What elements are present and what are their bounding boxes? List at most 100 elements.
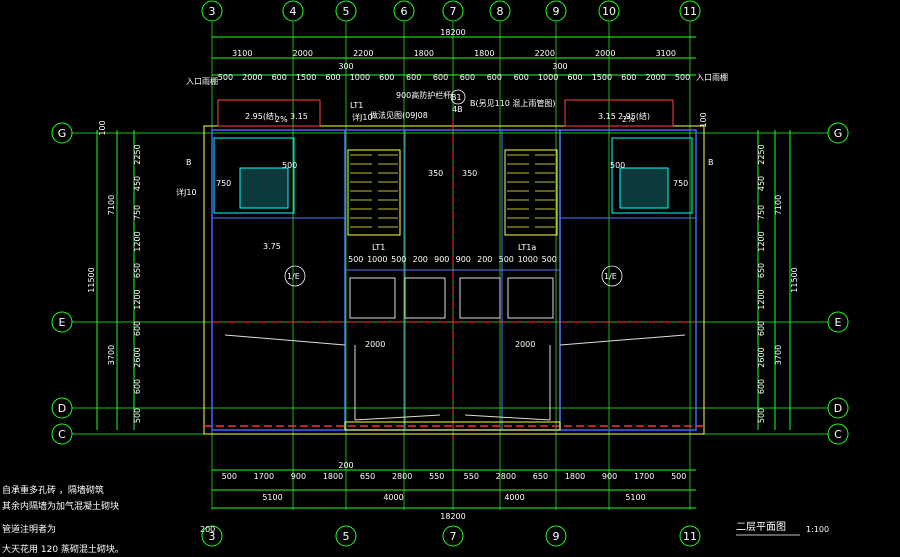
label-1e-left: 1/E [287, 272, 300, 281]
dim-top2-1: 300 [552, 62, 567, 71]
dim-right-inner-1: 450 [757, 176, 766, 191]
dim-top3-12: 1000 [538, 73, 558, 82]
dim-bot1-8: 2800 [496, 472, 516, 481]
dim-top1-6: 2000 [595, 49, 615, 58]
dim-top1-5: 2200 [535, 49, 555, 58]
label-b-right: B [708, 158, 714, 167]
dim-top3-13: 600 [567, 73, 582, 82]
dim-right-inner-5: 1200 [757, 289, 766, 309]
dim-right-inner-9: 500 [757, 408, 766, 423]
dim-left-inner-9: 500 [133, 408, 142, 423]
dim-bot1-3: 1800 [323, 472, 343, 481]
dim-left-inner-4: 650 [133, 263, 142, 278]
axis-top-5: 5 [343, 5, 350, 18]
stair-treads [350, 154, 555, 228]
dim-top3-17: 500 [675, 73, 690, 82]
label-2000b: 2000 [515, 340, 535, 349]
label-1e-right: 1/E [604, 272, 617, 281]
dim-bot2-0: 5100 [262, 493, 282, 502]
dim-top3-5: 1000 [350, 73, 370, 82]
dim-bot2-3: 5100 [625, 493, 645, 502]
mid-dim-9: 500 [542, 255, 557, 264]
axis-bottom-9: 9 [553, 530, 560, 543]
label-b1: B1 [451, 93, 462, 102]
title-text: 二层平面图 [736, 521, 786, 533]
dim-overall-bottom: 18200 [440, 512, 465, 521]
dim-bot1-2: 900 [291, 472, 306, 481]
axis-bottom-3: 3 [209, 530, 216, 543]
dim-left-inner-6: 600 [133, 321, 142, 336]
axis-right-G: G [834, 127, 843, 140]
dim-top1-1: 2000 [293, 49, 313, 58]
label-entrance-right: 入口雨棚 [696, 72, 728, 82]
label-elev-right: 2.95(结) [618, 111, 650, 121]
mid-dim-4: 900 [434, 255, 449, 264]
label-entrance-left: 入口雨棚 [186, 76, 218, 86]
label-elev-left2: 3.15 [290, 112, 308, 121]
axis-left-G: G [58, 127, 67, 140]
dim-top1-3: 1800 [414, 49, 434, 58]
label-500: 500 [282, 161, 297, 170]
label-b-left: B [186, 158, 192, 167]
dim-left-inner-3: 1200 [133, 231, 142, 251]
dim-top3-6: 600 [379, 73, 394, 82]
dim-bot1-6: 550 [429, 472, 444, 481]
mid-dim-8: 1000 [518, 255, 538, 264]
label-2000a: 2000 [365, 340, 385, 349]
axis-top-9: 9 [553, 5, 560, 18]
dim-top3-1: 2000 [242, 73, 262, 82]
dim-right-mid-1: 3700 [774, 345, 783, 365]
label-gate-note: 900高防护栏杆 [396, 90, 451, 100]
building-outline [203, 99, 705, 440]
note-line-4: 大天花用 120 蒸砌混土砌块。 [2, 543, 124, 555]
dim-top3-10: 600 [487, 73, 502, 82]
dim-right-top: 100 [699, 112, 708, 127]
label-750a: 750 [216, 179, 231, 188]
dim-top1-4: 1800 [474, 49, 494, 58]
axis-top-6: 6 [401, 5, 408, 18]
dim-right-inner-6: 600 [757, 321, 766, 336]
dimension-lines [96, 36, 791, 509]
dim-right-inner-0: 2250 [757, 144, 766, 164]
dim-right-outer-0: 11500 [790, 267, 799, 292]
axis-top-3: 3 [209, 5, 216, 18]
label-elev-mid: 3.75 [263, 242, 281, 251]
dim-top3-7: 600 [406, 73, 421, 82]
label-lt1: LT1 [350, 101, 363, 110]
general-notes: 自承重多孔砖 ，隔墙砌筑 其余内隔墙为加气混凝土砌块 管道注明者为 大天花用 1… [2, 484, 215, 555]
scale-text: 1:100 [806, 525, 829, 534]
label-b1-note: B(另见110 混上雨管图) [470, 98, 556, 108]
axis-bottom-11: 11 [683, 530, 697, 543]
mid-dim-1: 1000 [367, 255, 387, 264]
label-lt1c: LT1a [518, 243, 536, 252]
dim-top3-15: 600 [621, 73, 636, 82]
note-line-2: 其余内隔墙为加气混凝土砌块 [2, 500, 119, 512]
label-350b: 350 [462, 169, 477, 178]
dim-top3-9: 600 [460, 73, 475, 82]
dim-bot1-10: 1800 [565, 472, 585, 481]
axis-top-7: 7 [450, 5, 457, 18]
dim-bot2-1: 4000 [383, 493, 403, 502]
label-note-big: 详J10 [176, 187, 197, 197]
note-line-1: 自承重多孔砖 ，隔墙砌筑 [2, 484, 104, 496]
axis-left-E: E [59, 316, 66, 329]
dim-top1-0: 3100 [232, 49, 252, 58]
dim-right-mid-0: 7100 [774, 195, 783, 215]
label-500b: 500 [610, 161, 625, 170]
axis-right-E: E [835, 316, 842, 329]
dim-top2-0: 300 [338, 62, 353, 71]
note-line-3: 管道注明者为 [2, 523, 56, 535]
label-lt1b: LT1 [372, 243, 385, 252]
label-350a: 350 [428, 169, 443, 178]
dim-right-inner-4: 650 [757, 263, 766, 278]
mid-dim-7: 500 [499, 255, 514, 264]
plan-labels: 入口雨棚 入口雨棚 2.95(结) 2.95(结) 2% 2% 3.15 3.1… [176, 72, 728, 349]
dim-overall-top: 18200 [440, 28, 465, 37]
label-note-big2: 详J10 [352, 112, 373, 122]
dim-top3-3: 1500 [296, 73, 316, 82]
dim-top3-16: 2000 [645, 73, 665, 82]
dim-right-inner-2: 750 [757, 205, 766, 220]
dim-bot1-11: 900 [602, 472, 617, 481]
mid-dim-2: 500 [391, 255, 406, 264]
